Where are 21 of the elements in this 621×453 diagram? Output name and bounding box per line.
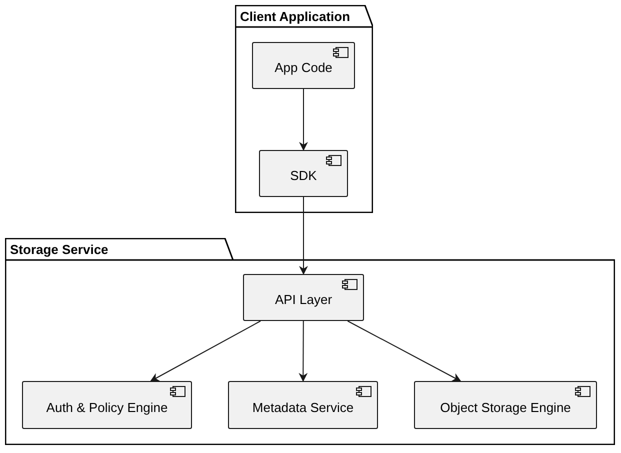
component-box (259, 150, 348, 197)
component-box (414, 381, 597, 429)
component-box (22, 381, 192, 429)
component-box (228, 381, 378, 429)
package-title: Client Application (240, 9, 350, 24)
component-label: SDK (290, 168, 317, 183)
component-label: Metadata Service (252, 400, 354, 414)
component-label: API Layer (274, 292, 332, 307)
component-label: Auth & Policy Engine (46, 400, 168, 414)
component-box (243, 274, 364, 321)
package-frame (235, 5, 373, 213)
arrow (299, 196, 308, 275)
package-title: Storage Service (10, 242, 108, 257)
component-label: Object Storage Engine (440, 400, 571, 414)
arrow (150, 320, 262, 382)
package-frame (5, 238, 615, 445)
component-label: App Code (274, 60, 332, 75)
arrow (347, 320, 462, 382)
component-box (252, 42, 355, 89)
arrow (299, 88, 308, 151)
arrow (298, 320, 308, 382)
